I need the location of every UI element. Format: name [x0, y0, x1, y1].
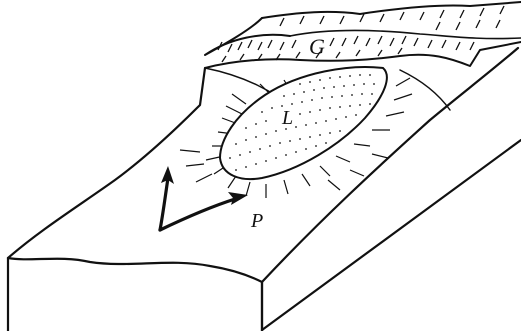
glacier: G [205, 2, 521, 68]
glacier-back-edge [262, 2, 521, 18]
glacier-terminus [205, 42, 521, 68]
lake-label: L [281, 107, 293, 129]
block-side-face [262, 140, 521, 331]
arrow-shaft-up [160, 178, 168, 230]
lake-outline [220, 67, 387, 179]
moraine-ridge-right [400, 70, 450, 110]
block-top-left-edge [8, 68, 205, 258]
glacier-label: G [309, 34, 325, 59]
lake: L [220, 67, 387, 179]
block-front-face [8, 258, 262, 331]
arrow-shaft-right [160, 199, 235, 230]
p-label: P [250, 210, 263, 232]
arrow-head-right [228, 192, 248, 205]
